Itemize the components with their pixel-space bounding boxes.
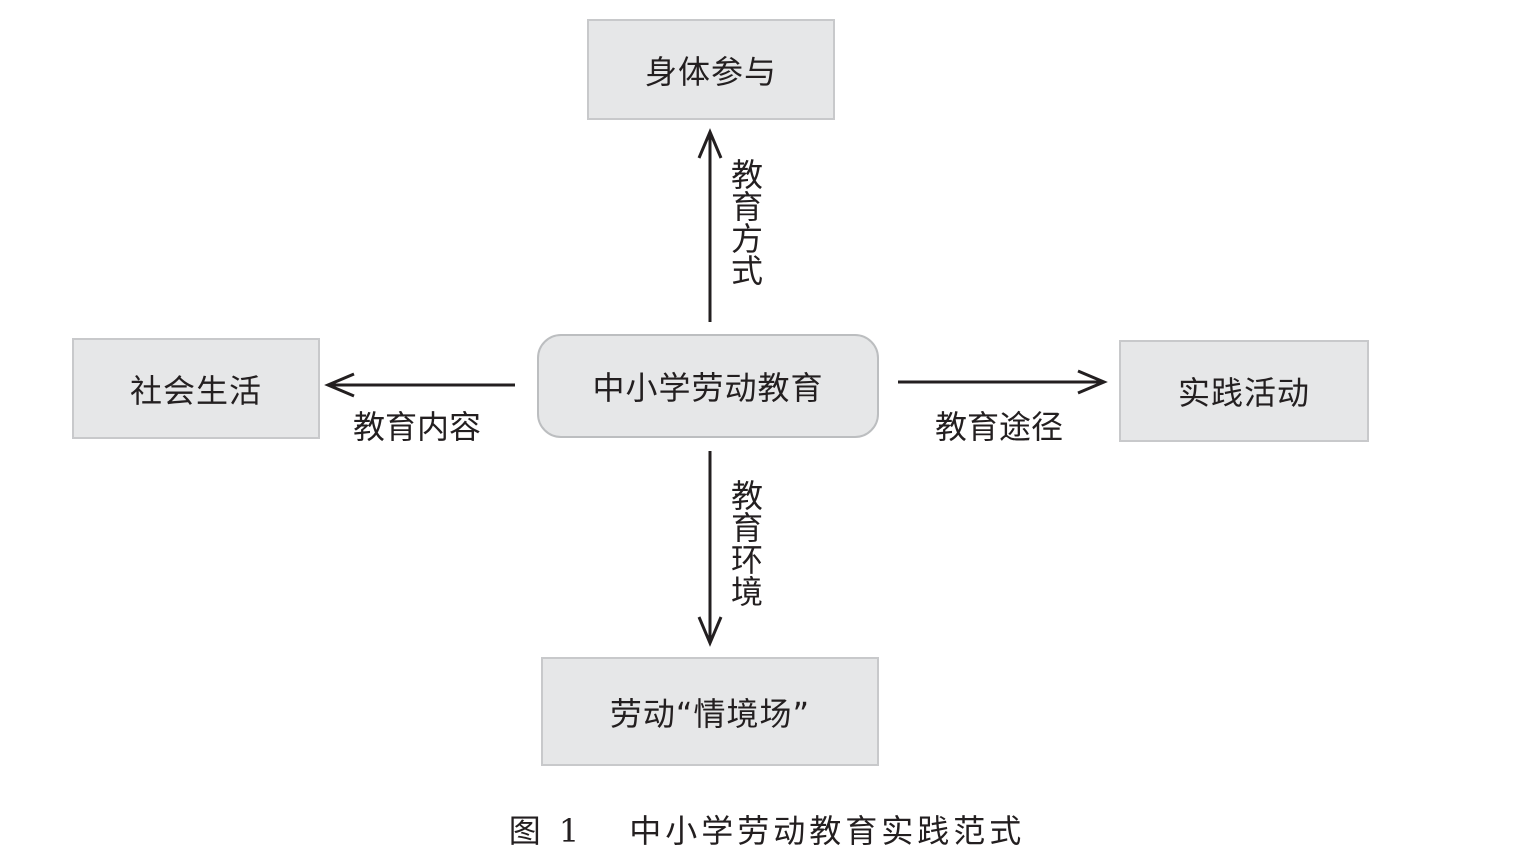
node-center: 中小学劳动教育: [537, 334, 879, 438]
arrow-right-head: [1077, 369, 1108, 395]
edge-label-bottom: 教育环境: [726, 479, 764, 607]
edge-label-left: 教育内容: [353, 408, 482, 446]
figure-caption: 图 1 中小学劳动教育实践范式: [0, 806, 1534, 852]
arrow-left-head: [324, 372, 355, 398]
node-center-label: 中小学劳动教育: [592, 369, 824, 407]
node-left: 社会生活: [72, 338, 320, 439]
figure-title: 中小学劳动教育实践范式: [629, 812, 1026, 850]
edge-label-right: 教育途径: [935, 408, 1064, 446]
arrow-down-head: [697, 616, 723, 647]
node-top: 身体参与: [587, 19, 835, 120]
edge-label-top: 教育方式: [726, 158, 764, 286]
node-right: 实践活动: [1119, 340, 1369, 442]
node-right-label: 实践活动: [1177, 374, 1310, 412]
node-bottom-label: 劳动“情境场”: [609, 694, 811, 733]
arrow-up-head: [697, 128, 723, 159]
node-top-label: 身体参与: [644, 52, 777, 91]
node-bottom: 劳动“情境场”: [541, 657, 879, 766]
node-left-label: 社会生活: [129, 371, 262, 410]
figure-number: 图 1: [508, 812, 584, 850]
